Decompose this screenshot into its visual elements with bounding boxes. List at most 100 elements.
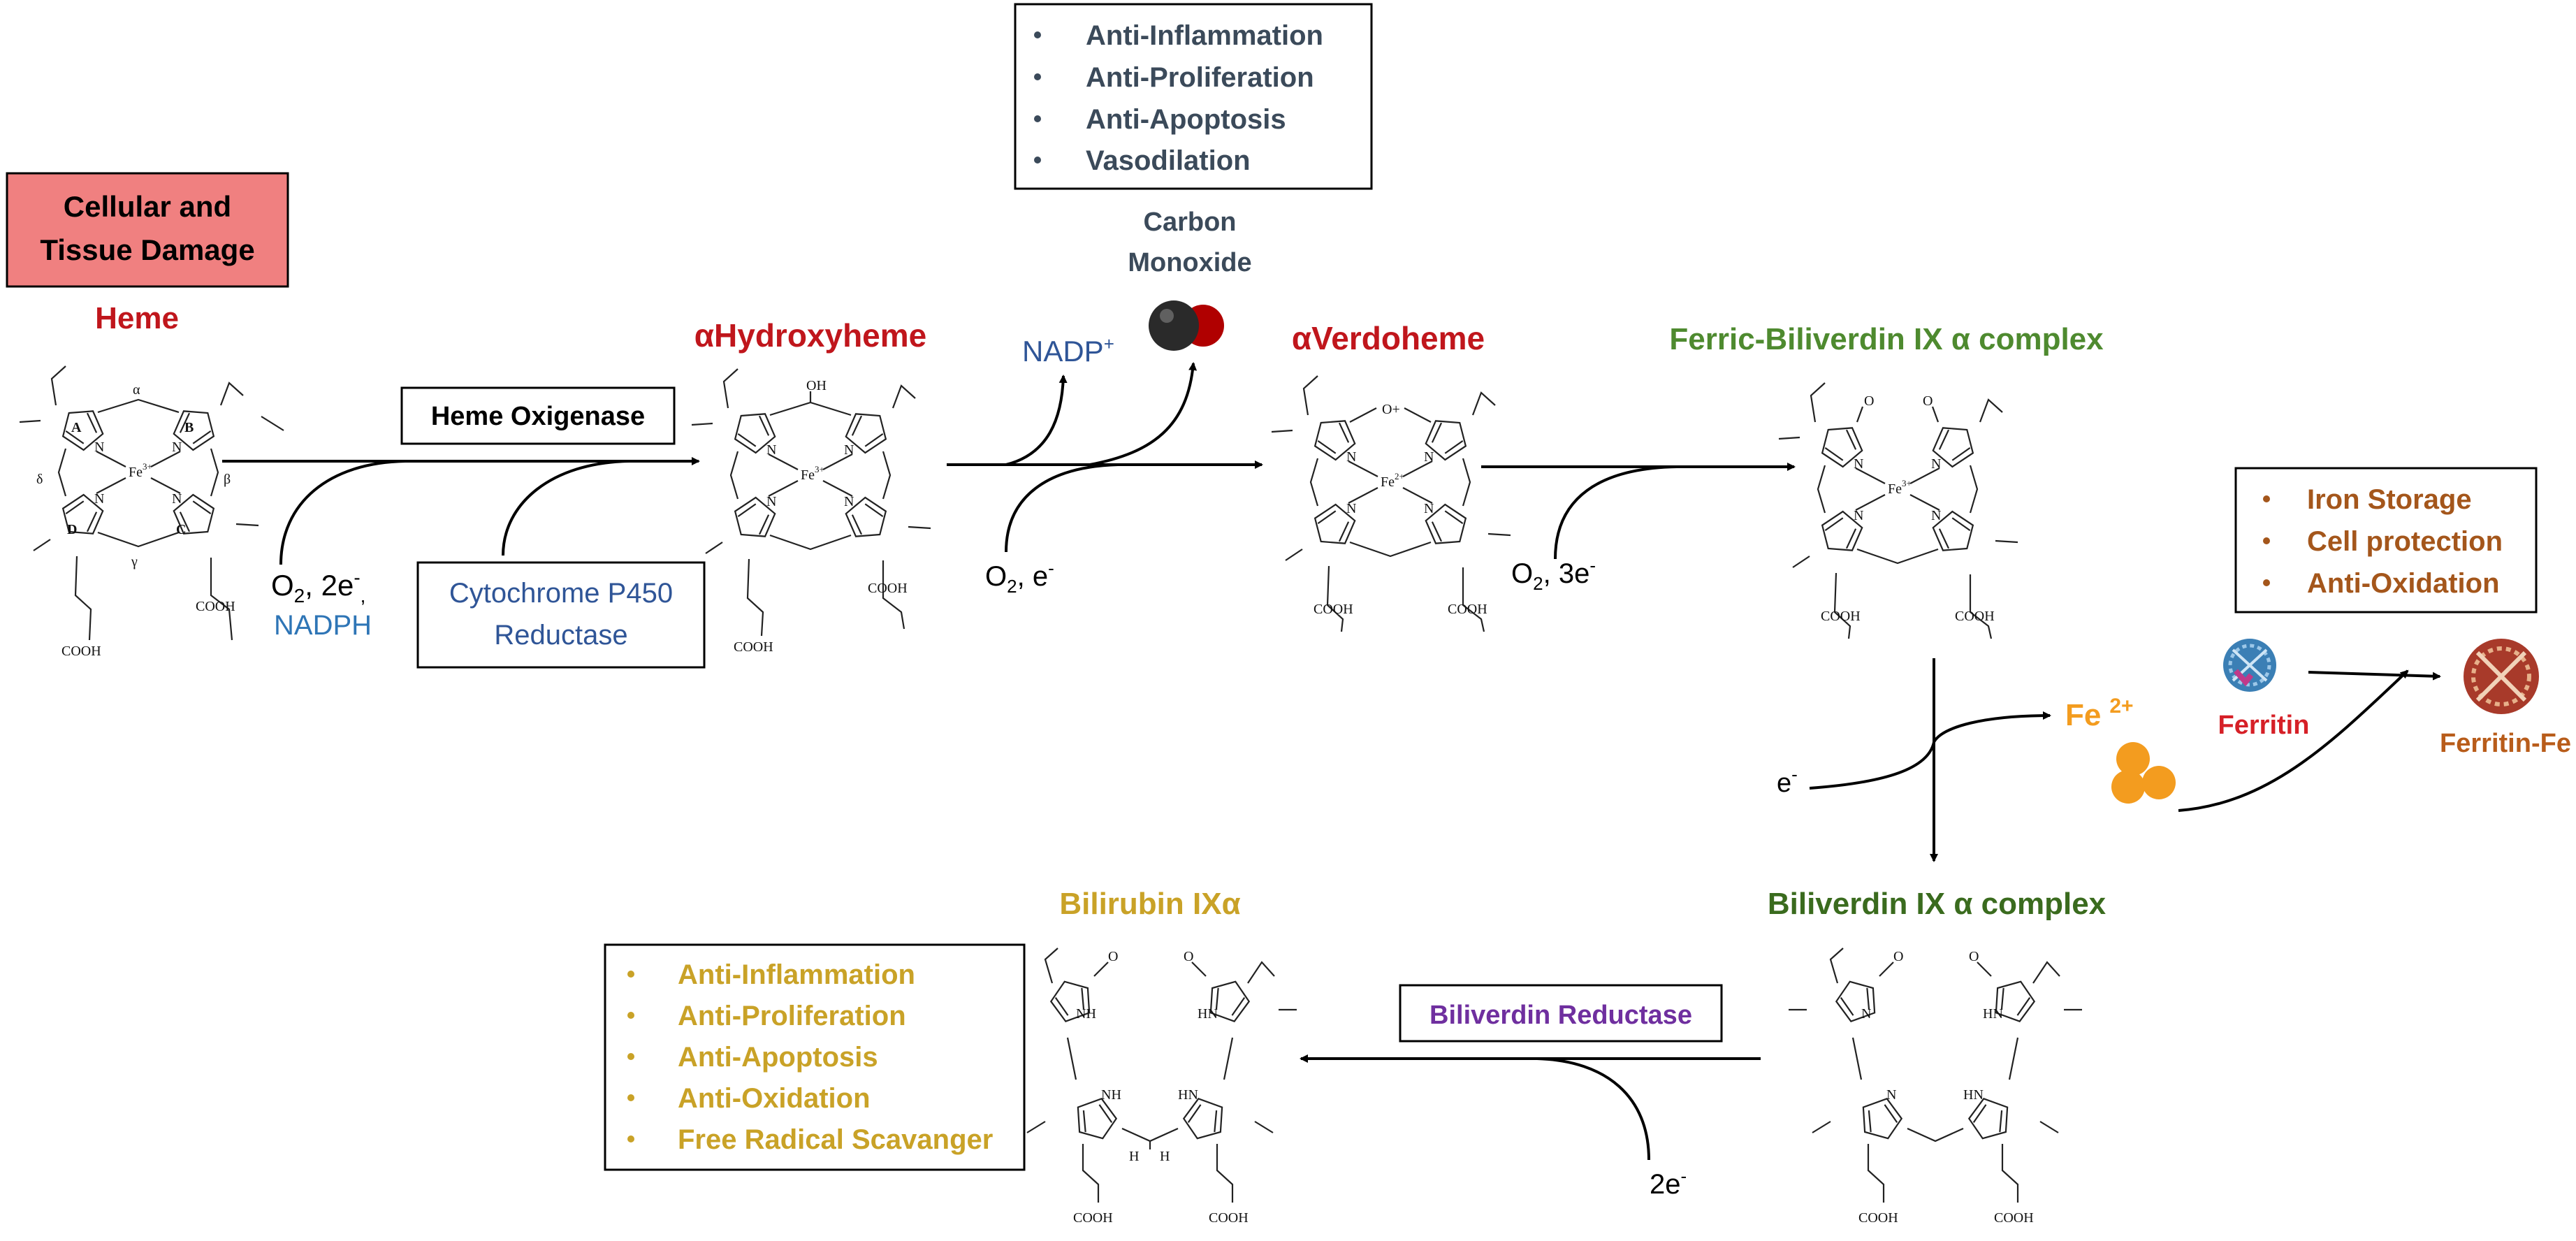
biliverdin-hn1: HN	[1983, 1006, 2003, 1022]
bilirubin-bullet	[627, 1094, 634, 1101]
fe-step-electron: e-	[1777, 764, 1798, 798]
bilirubin-cooh1: COOH	[1073, 1210, 1113, 1226]
ferric-biliverdin-structure: Fe3+ O O N N N N COOH COOH	[1778, 382, 2018, 639]
bilirubin-bullet	[627, 1053, 634, 1060]
bilirubin-effect-item: Anti-Proliferation	[678, 1001, 906, 1031]
arrow-fe-to-ferritin	[2178, 669, 2409, 812]
heme-n1: N	[94, 440, 104, 455]
ferritin-pattern-icon	[2228, 644, 2271, 687]
co-effect-item: Vasodilation	[1086, 145, 1251, 176]
ferritin-fe-pattern-icon	[2471, 646, 2531, 706]
bilirubin-bullet	[627, 971, 634, 978]
hydroxyheme-cooh1: COOH	[734, 639, 773, 655]
co-effect-item: Anti-Apoptosis	[1086, 104, 1286, 135]
bilirubin-effect-item: Anti-Oxidation	[678, 1083, 871, 1114]
ferritin-fe-label: Ferritin-Fe	[2440, 729, 2571, 758]
cellular-damage-box	[6, 172, 289, 288]
ferritin-icon	[2223, 639, 2276, 692]
biliverdin-structure: O O N HN N HN COOH COOH	[1789, 948, 2082, 1226]
bilirubin-h2: H	[1160, 1149, 1170, 1164]
step2-cofactors: O2, e-	[985, 558, 1054, 597]
fe-ion-icon	[2111, 770, 2145, 804]
curve-bilirubin-input	[1536, 1057, 1650, 1161]
iron-effects-list: Iron Storage Cell protection Anti-Oxidat…	[2263, 484, 2503, 599]
ferric-cooh2: COOH	[1955, 609, 1995, 624]
hydroxyheme-n1: N	[766, 442, 776, 458]
co-bullet	[1034, 157, 1041, 164]
biliverdin-reductase-label: Biliverdin Reductase	[1429, 1001, 1692, 1030]
arrow-nadp-release	[1005, 375, 1068, 466]
co-highlight	[1160, 309, 1174, 323]
heme-n3: N	[172, 491, 182, 507]
co-effect-item: Anti-Proliferation	[1086, 62, 1314, 93]
iron-bullet	[2263, 579, 2270, 586]
curve-cytochrome	[502, 460, 630, 556]
heme-cofactors: O2, 2e-,	[271, 567, 365, 607]
co-effects-box	[1014, 3, 1373, 190]
fe-ion-icon	[2116, 742, 2150, 776]
co-bullet	[1034, 73, 1041, 80]
co-label-line1: Carbon	[1144, 208, 1237, 237]
bilirubin-effects-list: Anti-Inflammation Anti-Proliferation Ant…	[627, 959, 993, 1155]
curve-step3-input	[1554, 465, 1678, 560]
hydroxyheme-structure: Fe3+ OH N N N N COOH COOH	[691, 368, 931, 655]
heme-fe: Fe3+	[129, 461, 152, 480]
bilirubin-o2: O	[1184, 949, 1193, 964]
verdoheme-structure: Fe2+ O+ N N N N COOH COOH	[1271, 375, 1511, 632]
heme-ring-a: A	[71, 420, 82, 435]
co-carbon-atom	[1149, 300, 1199, 351]
bilirubin-effect-item: Anti-Inflammation	[678, 959, 915, 990]
step3-cofactors: O2, 3e-	[1511, 555, 1596, 594]
ferritin-fe-icon	[2464, 639, 2539, 714]
heme-oxygenase-box	[400, 386, 676, 445]
bilirubin-effect-item: Free Radical Scavanger	[678, 1124, 993, 1155]
ferric-n1: N	[1854, 456, 1863, 472]
ferric-n3: N	[1931, 508, 1941, 523]
ferric-n4: N	[1854, 508, 1863, 523]
arrow-ferritin-to-ferritin-fe	[2308, 671, 2441, 681]
heme-beta: β	[224, 472, 231, 487]
cytochrome-line1: Cytochrome P450	[449, 578, 673, 609]
bilirubin-effect-item: Anti-Apoptosis	[678, 1042, 878, 1073]
cellular-damage-line1: Cellular and	[64, 190, 231, 223]
iron-effect-item: Iron Storage	[2307, 484, 2472, 515]
verdoheme-n4: N	[1346, 501, 1356, 516]
co-effect-item: Anti-Inflammation	[1086, 20, 1323, 51]
bilirubin-o1: O	[1108, 949, 1118, 964]
iron-bullet	[2263, 537, 2270, 544]
bilirubin-h1: H	[1129, 1149, 1139, 1164]
hydroxyheme-cooh2: COOH	[868, 581, 908, 596]
biliverdin-n2: N	[1886, 1087, 1896, 1103]
verdoheme-cooh1: COOH	[1314, 602, 1353, 617]
hydroxyheme-n3: N	[844, 494, 854, 509]
verdoheme-n1: N	[1346, 449, 1356, 465]
verdoheme-fe: Fe2+	[1381, 471, 1404, 490]
iron-effect-item: Cell protection	[2307, 526, 2503, 557]
heme-label: Heme	[95, 301, 179, 335]
co-effects-list: Anti-Inflammation Anti-Proliferation Ant…	[1034, 20, 1323, 176]
ferric-o2: O	[1923, 393, 1933, 409]
bilirubin-hn2: HN	[1178, 1087, 1198, 1103]
ferric-biliverdin-label: Ferric-Biliverdin IX α complex	[1669, 322, 2104, 356]
nadph-label: NADPH	[274, 610, 372, 641]
heme-ring-c: C	[176, 522, 186, 537]
verdoheme-n3: N	[1424, 501, 1434, 516]
bilirubin-nh1: NH	[1076, 1006, 1096, 1022]
co-bullet	[1034, 115, 1041, 122]
verdoheme-label: αVerdoheme	[1292, 320, 1485, 356]
arrow-co-release	[1089, 362, 1198, 466]
bilirubin-cooh2: COOH	[1209, 1210, 1249, 1226]
hydroxyheme-fe: Fe3+	[801, 464, 824, 483]
ferric-n2: N	[1931, 456, 1941, 472]
ferritin-core-icon	[2233, 669, 2254, 687]
cellular-damage-line2: Tissue Damage	[40, 233, 254, 266]
biliverdin-cooh2: COOH	[1994, 1210, 2034, 1226]
verdoheme-o-plus: O+	[1382, 402, 1400, 417]
heme-delta: δ	[36, 472, 43, 487]
cytochrome-box	[416, 561, 706, 669]
biliverdin-n1: N	[1861, 1006, 1871, 1022]
verdoheme-n2: N	[1424, 449, 1434, 465]
curve-o2-nadph	[279, 460, 406, 565]
bilirubin-nh2: NH	[1101, 1087, 1121, 1103]
